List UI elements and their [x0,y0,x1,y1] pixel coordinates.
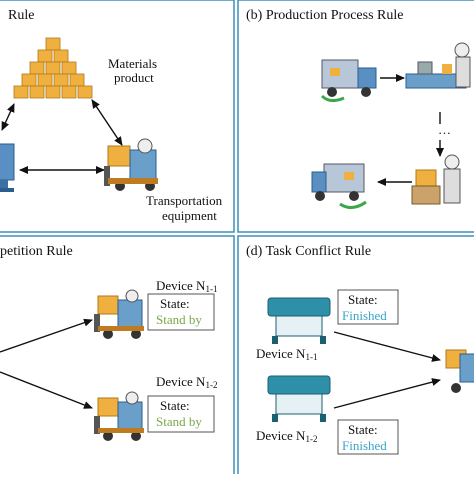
arrow-d2-to-target [333,378,441,409]
arrow-to-device-1-2 [0,371,93,409]
state-label-c2: State: [160,398,190,413]
device-1-1-name: Device N1-1 [156,278,217,294]
state-label-d1: State: [348,292,378,307]
arrow-d1-to-target [333,331,441,362]
panel-c-title: petition Rule [0,244,73,259]
panel-a: Rule Materials product [0,8,223,223]
state-box-d1 [337,289,399,325]
forklift-icon [104,138,158,191]
production-line-icon [405,42,471,89]
panel-d: (d) Task Conflict Rule State: Finished D… [246,244,474,455]
state-value-c2: Stand by [156,414,202,429]
truck-icon-top [320,59,377,103]
forklift-icon-2 [94,391,144,441]
device-1-2-name: Device N1-2 [156,374,217,390]
printer-icon-1 [267,297,331,344]
panel-b-title: (b) Production Process Rule [246,8,403,23]
state-box-c1 [147,293,215,331]
state-value-d2: Finished [342,438,387,453]
ellipsis-text: … [438,122,451,137]
state-value-d1: Finished [342,308,387,323]
device-d-1-1-name: Device N1-1 [256,346,317,362]
materials-label-line2: product [114,70,154,85]
panel-b: (b) Production Process Rule … [246,8,471,209]
arrow-to-device-1-1 [0,318,93,353]
panel-a-title: Rule [8,8,34,23]
panel-c: petition Rule Device N1-1 State: Stand b… [0,244,217,441]
printer-icon-2 [267,375,331,422]
transport-label-line2: equipment [162,208,217,223]
computer-monitor-icon [0,143,15,192]
state-box-c2 [147,395,215,433]
forklift-icon-target [445,349,474,393]
transport-label-line1: Transportation [146,193,223,208]
arrow-monitor-materials [1,103,15,131]
state-value-c1: Stand by [156,312,202,327]
arrow-materials-transport [91,99,123,146]
worker-packing-icon [411,154,461,205]
state-label-d2: State: [348,422,378,437]
state-label-c1: State: [160,296,190,311]
materials-boxes-icon [13,37,93,99]
panel-d-title: (d) Task Conflict Rule [246,244,371,259]
device-d-1-2-name: Device N1-2 [256,428,317,444]
state-box-d2 [337,419,399,455]
forklift-icon-1 [94,289,144,339]
materials-label-line1: Materials [108,56,157,71]
truck-icon-bottom [311,163,367,209]
